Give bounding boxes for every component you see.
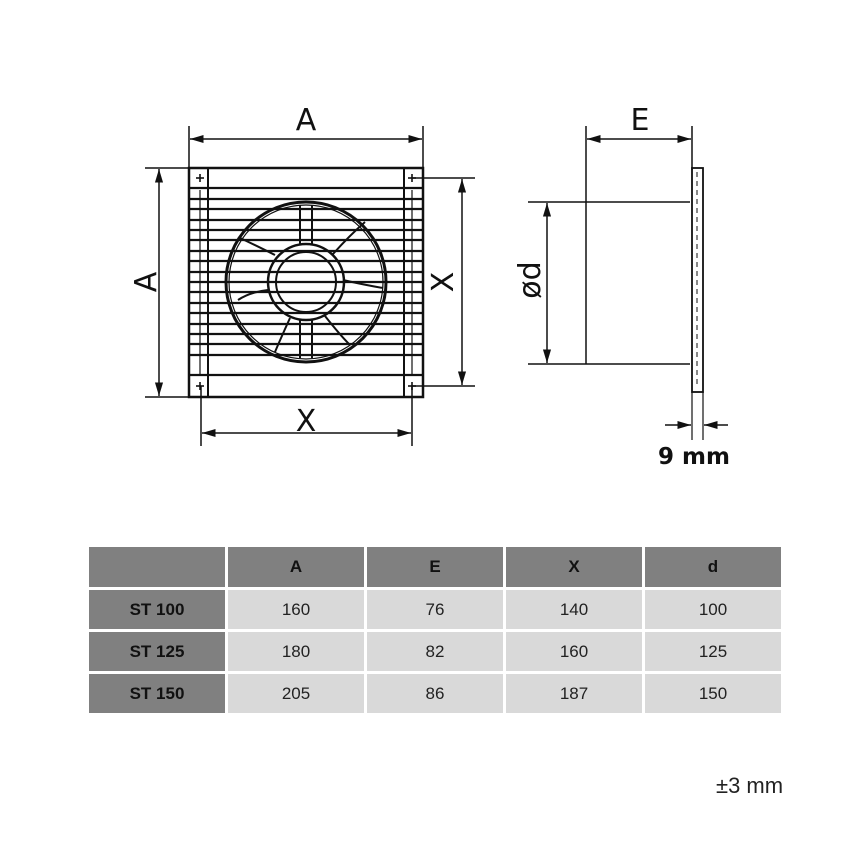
table-row: ST 150 205 86 187 150 (89, 674, 781, 713)
front-view (145, 126, 475, 446)
value-A: 205 (228, 674, 364, 713)
value-X: 187 (506, 674, 642, 713)
value-E: 86 (367, 674, 503, 713)
value-X: 160 (506, 632, 642, 671)
label-height-X: X (426, 272, 461, 293)
value-E: 82 (367, 632, 503, 671)
dimensions-table: A E X d ST 100 160 76 140 100 ST 125 180… (86, 544, 784, 716)
table-header-E: E (367, 547, 503, 587)
value-X: 140 (506, 590, 642, 629)
fan-dimension-drawing: A A X X E ød 9 mm (129, 103, 730, 470)
value-E: 76 (367, 590, 503, 629)
value-A: 180 (228, 632, 364, 671)
table-row: ST 100 160 76 140 100 (89, 590, 781, 629)
label-width-A: A (296, 103, 317, 138)
table-header-A: A (228, 547, 364, 587)
table-row: ST 125 180 82 160 125 (89, 632, 781, 671)
value-d: 150 (645, 674, 781, 713)
tolerance-note: ±3 mm (716, 773, 784, 798)
label-diameter-d: ød (513, 261, 548, 298)
value-d: 125 (645, 632, 781, 671)
model-cell: ST 150 (89, 674, 225, 713)
table-header-d: d (645, 547, 781, 587)
table-header-corner (89, 547, 225, 587)
model-cell: ST 125 (89, 632, 225, 671)
table-header-X: X (506, 547, 642, 587)
label-width-X: X (296, 404, 317, 439)
label-depth-E: E (631, 103, 650, 138)
value-A: 160 (228, 590, 364, 629)
side-view (528, 126, 728, 440)
label-grille-thickness: 9 mm (658, 444, 730, 470)
table-header-row: A E X d (89, 547, 781, 587)
value-d: 100 (645, 590, 781, 629)
model-cell: ST 100 (89, 590, 225, 629)
label-height-A: A (129, 271, 164, 292)
